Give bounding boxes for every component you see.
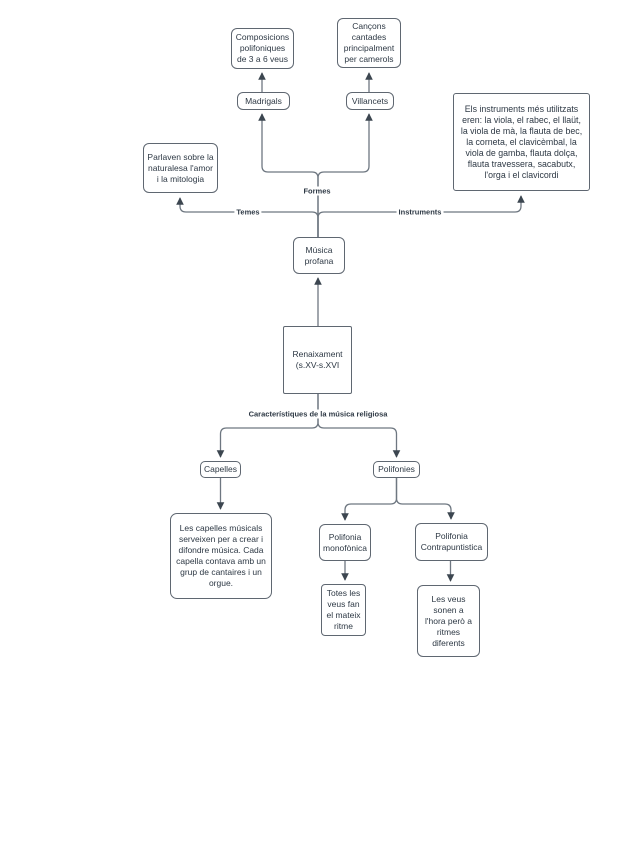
node-label: Composicions polifoniques de 3 a 6 veus bbox=[235, 32, 290, 64]
node-label: Polifonia Contrapuntistica bbox=[420, 531, 483, 552]
edge-musica-profana-instruments bbox=[317, 195, 525, 237]
node-polifonies[interactable]: Polifonies bbox=[373, 461, 420, 478]
node-villancets[interactable]: Villancets bbox=[346, 92, 394, 110]
node-label: Els instruments més utilitzats eren: la … bbox=[460, 103, 583, 180]
edge-label-temes: Temes bbox=[234, 207, 262, 217]
node-label: Cançons cantades principalment per camer… bbox=[343, 21, 395, 64]
node-label: Polifonia monofònica bbox=[323, 531, 367, 553]
node-label: Villancets bbox=[351, 95, 389, 106]
node-monofonica-description[interactable]: Totes les veus fan el mateix ritme bbox=[321, 584, 366, 636]
node-madrigals[interactable]: Madrigals bbox=[237, 92, 290, 110]
node-polifonia-monofonica[interactable]: Polifonia monofònica bbox=[319, 524, 371, 561]
edge-musica-profana-temes bbox=[176, 197, 319, 237]
node-label: Totes les veus fan el mateix ritme bbox=[326, 588, 361, 631]
node-cancons-cantades[interactable]: Cançons cantades principalment per camer… bbox=[337, 18, 401, 68]
node-composicions-polifoniques[interactable]: Composicions polifoniques de 3 a 6 veus bbox=[231, 28, 294, 69]
node-temes-description[interactable]: Parlaven sobre la naturalesa l'amor i la… bbox=[143, 143, 218, 193]
node-label: Parlaven sobre la naturalesa l'amor i la… bbox=[147, 151, 214, 184]
edge-musica-profana-villancets bbox=[317, 113, 373, 237]
edge-renaixament-polifonies bbox=[317, 394, 401, 458]
node-label: Les capelles músicals serveixen per a cr… bbox=[176, 523, 266, 588]
node-renaixament[interactable]: Renaixament (s.XV-s.XVI bbox=[283, 326, 352, 394]
edge-polifonies-contrapuntistica bbox=[395, 478, 455, 520]
edge-renaixament-capelles bbox=[216, 394, 319, 458]
edge-label-caracteristiques: Característiques de la música religiosa bbox=[246, 409, 390, 419]
node-contrapuntistica-description[interactable]: Les veus sonen a l'hora però a ritmes di… bbox=[417, 585, 480, 657]
node-capelles-description[interactable]: Les capelles músicals serveixen per a cr… bbox=[170, 513, 272, 599]
node-label: Renaixament (s.XV-s.XVI bbox=[292, 349, 343, 370]
node-label: Madrigals bbox=[245, 95, 282, 106]
edge-musica-profana-madrigals bbox=[258, 113, 319, 237]
node-capelles[interactable]: Capelles bbox=[200, 461, 241, 478]
node-musica-profana[interactable]: Música profana bbox=[293, 237, 345, 274]
edge-label-instruments: Instruments bbox=[396, 207, 444, 217]
node-label: Polifonies bbox=[378, 464, 415, 474]
node-label: Capelles bbox=[203, 464, 238, 474]
node-label: Les veus sonen a l'hora però a ritmes di… bbox=[425, 593, 472, 648]
node-label: Música profana bbox=[304, 244, 334, 266]
edge-polifonies-monofonica bbox=[341, 478, 398, 521]
node-polifonia-contrapuntistica[interactable]: Polifonia Contrapuntistica bbox=[415, 523, 488, 561]
edge-label-formes: Formes bbox=[301, 186, 333, 196]
node-instruments-description[interactable]: Els instruments més utilitzats eren: la … bbox=[453, 93, 590, 191]
